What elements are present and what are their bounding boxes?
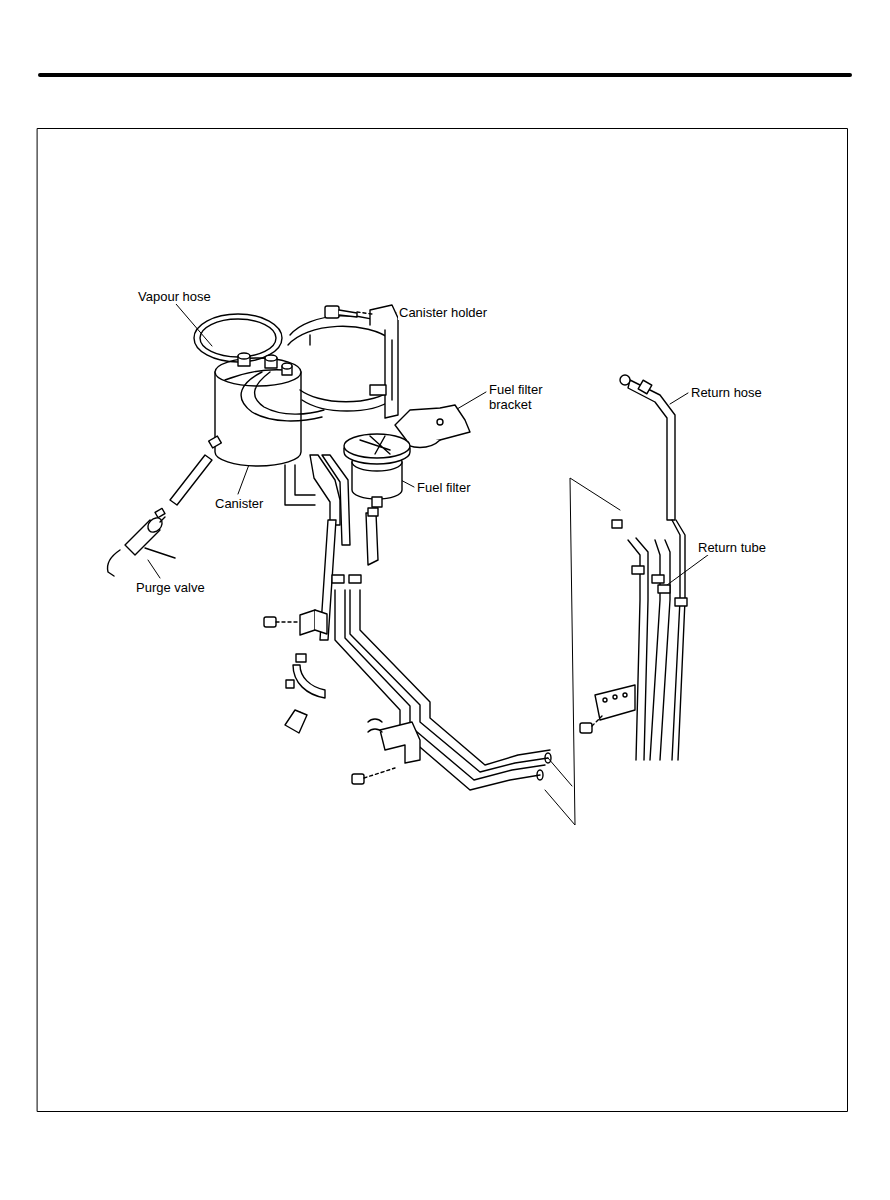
part-label: Return hose [690, 385, 763, 400]
return-tubes [612, 520, 687, 760]
part-label: Canister holder [398, 305, 488, 320]
fuel-tubes [335, 590, 551, 790]
frame [38, 129, 848, 1112]
leader-lines [148, 304, 712, 588]
bolt [325, 306, 372, 318]
header-rule [40, 73, 850, 77]
return-hose [620, 375, 675, 520]
tube-bracket [580, 685, 635, 733]
part-label: Fuel filter [416, 480, 471, 495]
phantom-lines [545, 478, 620, 825]
tube-clip [352, 719, 420, 784]
purge-valve [108, 515, 176, 576]
part-label: Vapour hose [137, 289, 212, 304]
purge-hose [155, 436, 221, 518]
part-label: Purge valve [135, 580, 206, 595]
part-label: Return tube [697, 540, 767, 555]
vapour-hose [194, 314, 324, 421]
part-label: Canister [214, 496, 264, 511]
fuel-filter [344, 434, 410, 507]
part-label: Fuel filter bracket [488, 382, 568, 412]
canister-fittings [238, 353, 292, 375]
clamp [264, 610, 327, 635]
hoses [285, 455, 378, 733]
canister-holder [288, 305, 398, 418]
